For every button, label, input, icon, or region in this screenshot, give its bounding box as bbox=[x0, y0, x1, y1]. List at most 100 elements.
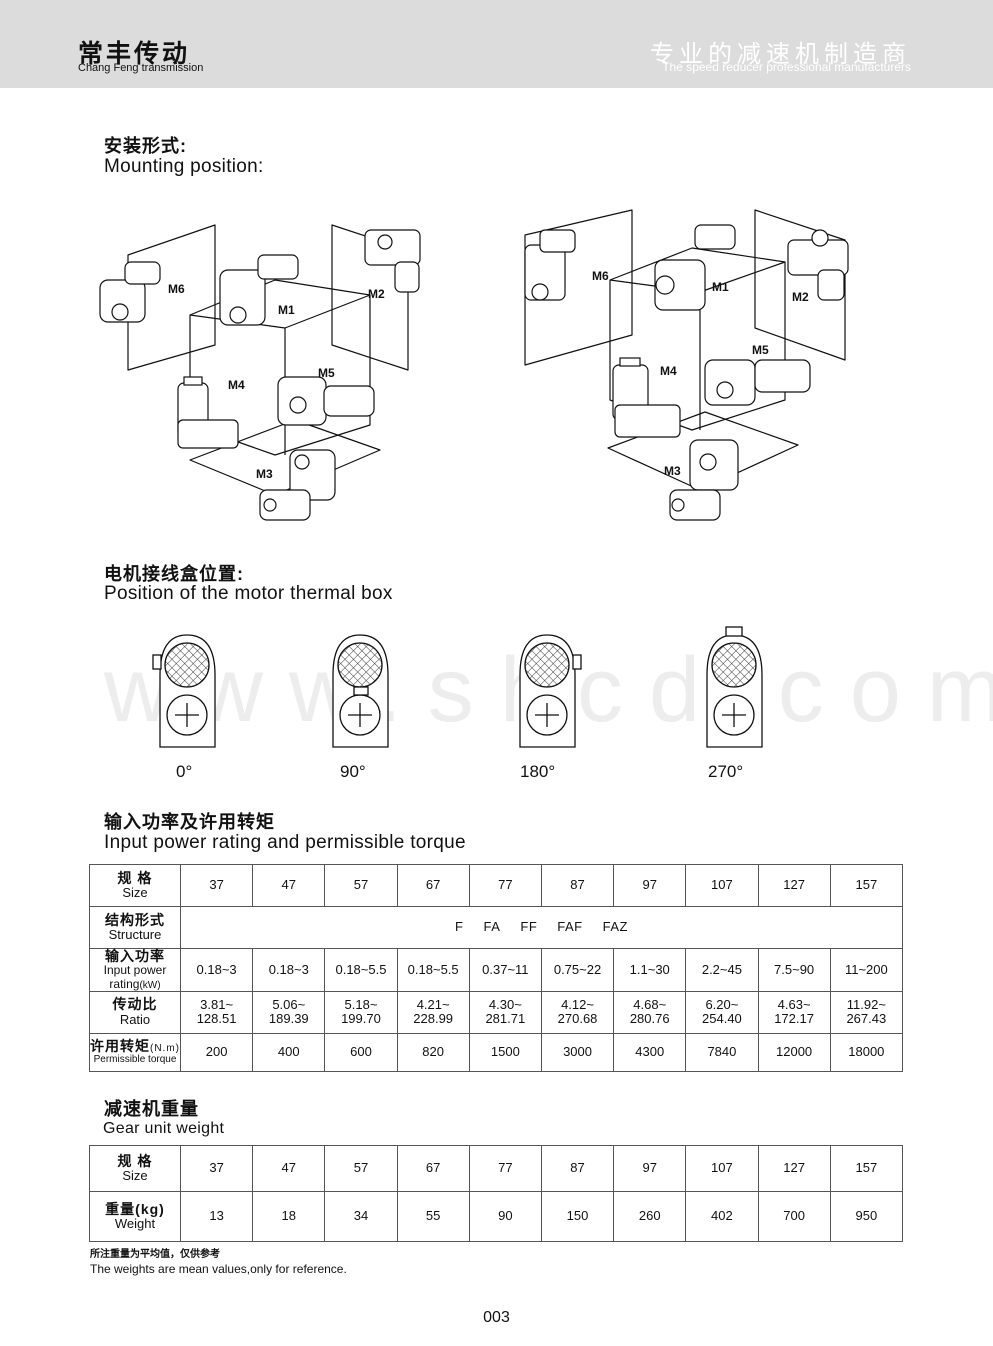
mounting-title-cn: 安装形式: bbox=[104, 136, 187, 156]
gear-view-0deg bbox=[152, 634, 216, 748]
gear-motor-m5-left bbox=[277, 376, 375, 426]
angle-180: 180° bbox=[520, 762, 556, 781]
size-cell: 157 bbox=[829, 864, 904, 907]
label-m6-right: M6 bbox=[592, 269, 609, 283]
header-torque: 许用转矩(N.m)Permissible torque bbox=[89, 1032, 181, 1072]
weight-note-en: The weights are mean values,only for ref… bbox=[90, 1262, 347, 1276]
label-m5-left: M5 bbox=[318, 366, 335, 380]
size-cell: 97 bbox=[613, 864, 687, 907]
power-title-en: Input power rating and permissible torqu… bbox=[104, 832, 466, 853]
mounting-position-diagram: M6 M1 M2 M4 M5 M3 M6 M1 M2 M4 M5 M3 bbox=[99, 209, 849, 521]
weight-cell: 950 bbox=[829, 1191, 904, 1242]
torque-cell: 200 bbox=[179, 1032, 254, 1072]
size-cell: 77 bbox=[468, 1145, 542, 1192]
slogan-en: The speed reducer professional manufactu… bbox=[662, 60, 911, 74]
weight-cell: 260 bbox=[613, 1191, 687, 1242]
input-power-cell: 0.75~22 bbox=[540, 948, 615, 992]
ratio-cell: 5.18~199.70 bbox=[324, 990, 398, 1034]
weight-cell: 13 bbox=[179, 1191, 254, 1242]
input-power-cell: 7.5~90 bbox=[757, 948, 831, 992]
input-power-cell: 0.18~3 bbox=[179, 948, 254, 992]
size-cell: 87 bbox=[540, 1145, 615, 1192]
size-cell: 97 bbox=[613, 1145, 687, 1192]
label-m6-left: M6 bbox=[168, 282, 185, 296]
gear-motor-m1-right bbox=[654, 224, 736, 311]
weight-title-en: Gear unit weight bbox=[103, 1120, 225, 1137]
thermal-title-en: Position of the motor thermal box bbox=[104, 583, 393, 604]
page-header: 常丰传动 Chang Feng transmission 专业的减速机制造商 T… bbox=[0, 0, 993, 88]
ratio-cell: 4.30~281.71 bbox=[468, 990, 542, 1034]
weight-cell: 55 bbox=[396, 1191, 470, 1242]
gear-motor-m2-right bbox=[787, 229, 849, 301]
angle-270: 270° bbox=[708, 762, 744, 781]
size-cell: 67 bbox=[396, 1145, 470, 1192]
size-cell: 57 bbox=[324, 1145, 398, 1192]
torque-cell: 7840 bbox=[685, 1032, 759, 1072]
weight-cell: 34 bbox=[324, 1191, 398, 1242]
brand-name-cn: 常丰传动 bbox=[78, 40, 191, 68]
torque-cell: 1500 bbox=[468, 1032, 542, 1072]
weight-cell: 402 bbox=[685, 1191, 759, 1242]
slogan-cn: 专业的减速机制造商 bbox=[650, 41, 911, 68]
size-cell: 77 bbox=[468, 864, 542, 907]
gear-motor-m3-left bbox=[259, 449, 336, 521]
gear-motor-m2-left bbox=[364, 229, 421, 293]
ratio-cell: 6.20~254.40 bbox=[685, 990, 759, 1034]
gear-motor-m5-right bbox=[704, 359, 811, 406]
input-power-cell: 0.18~3 bbox=[252, 948, 326, 992]
torque-cell: 820 bbox=[396, 1032, 470, 1072]
ratio-cell: 4.21~228.99 bbox=[396, 990, 470, 1034]
input-power-cell: 2.2~45 bbox=[685, 948, 759, 992]
gear-motor-m3-right bbox=[669, 439, 739, 521]
weight-cell: 18 bbox=[252, 1191, 326, 1242]
label-m2-left: M2 bbox=[368, 287, 385, 301]
size-cell: 57 bbox=[324, 864, 398, 907]
angle-90: 90° bbox=[340, 762, 366, 781]
weight-cell: 700 bbox=[757, 1191, 831, 1242]
label-m2-right: M2 bbox=[792, 290, 809, 304]
size-cell: 127 bbox=[757, 1145, 831, 1192]
size-cell: 87 bbox=[540, 864, 615, 907]
ratio-cell: 4.12~270.68 bbox=[540, 990, 615, 1034]
input-power-cell: 0.37~11 bbox=[468, 948, 542, 992]
ratio-cell: 3.81~128.51 bbox=[179, 990, 254, 1034]
label-m3-right: M3 bbox=[664, 464, 681, 478]
weight-title-cn: 减速机重量 bbox=[104, 1099, 199, 1119]
label-m1-left: M1 bbox=[278, 303, 295, 317]
header-weight: 重量(kg)Weight bbox=[89, 1191, 181, 1242]
gear-view-90deg bbox=[332, 634, 389, 748]
gear-view-180deg bbox=[519, 634, 582, 748]
gear-view-270deg bbox=[706, 626, 763, 748]
gear-motor-m6-left bbox=[99, 261, 161, 323]
size-cell: 157 bbox=[829, 1145, 904, 1192]
torque-cell: 3000 bbox=[540, 1032, 615, 1072]
torque-cell: 4300 bbox=[613, 1032, 687, 1072]
gear-motor-m4-right bbox=[612, 357, 681, 438]
torque-cell: 12000 bbox=[757, 1032, 831, 1072]
table-row-torque: 许用转矩(N.m)Permissible torque 200 400 600 … bbox=[89, 1032, 904, 1072]
thermal-box-diagram bbox=[152, 626, 763, 748]
torque-cell: 18000 bbox=[829, 1032, 904, 1072]
angle-0: 0° bbox=[176, 762, 193, 781]
thermal-title-cn: 电机接线盒位置: bbox=[104, 564, 244, 584]
label-m5-right: M5 bbox=[752, 343, 769, 357]
input-power-cell: 0.18~5.5 bbox=[396, 948, 470, 992]
torque-cell: 600 bbox=[324, 1032, 398, 1072]
size-cell: 107 bbox=[685, 1145, 759, 1192]
input-power-cell: 1.1~30 bbox=[613, 948, 687, 992]
ratio-cell: 5.06~189.39 bbox=[252, 990, 326, 1034]
size-cell: 107 bbox=[685, 864, 759, 907]
gear-motor-m1-left bbox=[219, 254, 299, 326]
page-number: 003 bbox=[483, 1309, 510, 1326]
size-cell: 37 bbox=[179, 864, 254, 907]
